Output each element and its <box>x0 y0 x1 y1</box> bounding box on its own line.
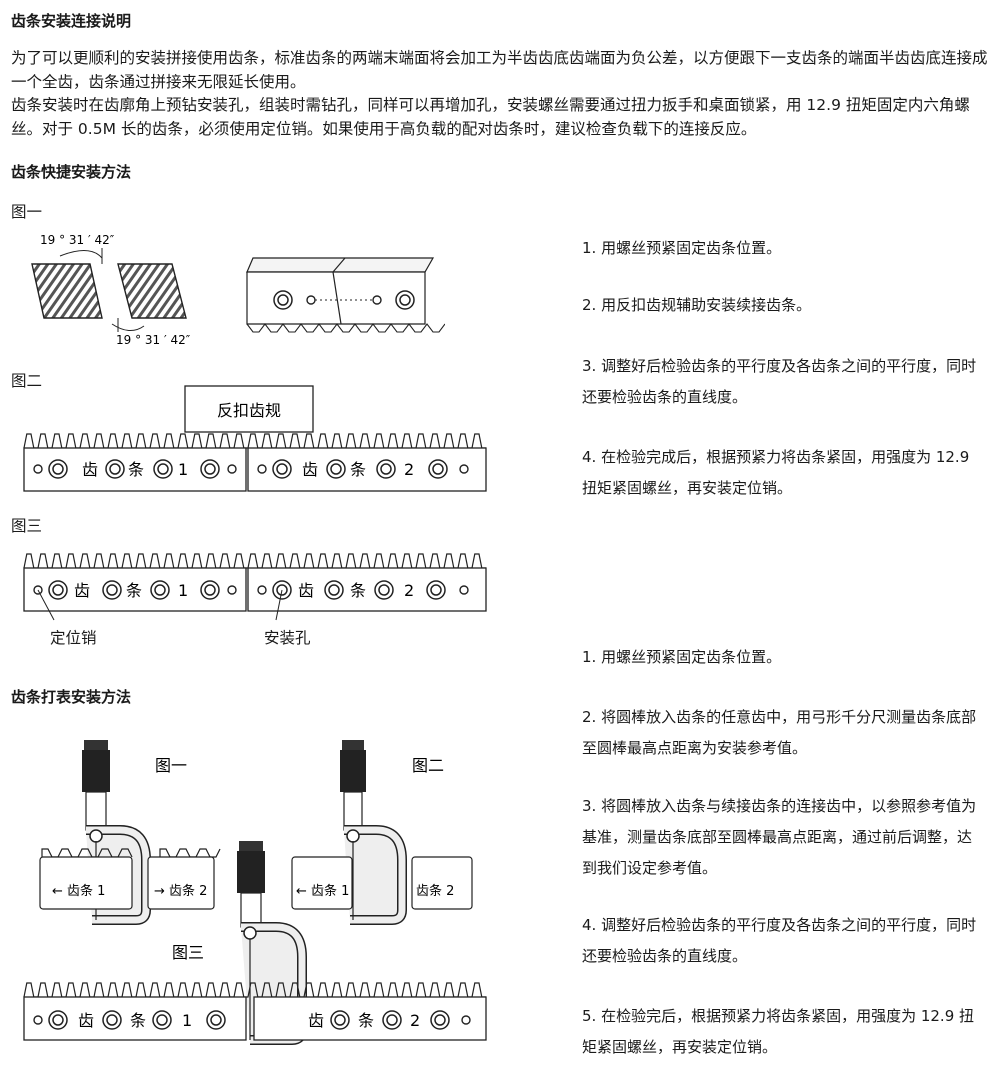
svg-text:条: 条 <box>128 460 144 479</box>
fig2-arrow-left: ← 齿条 1 <box>296 883 349 899</box>
mic-fig3-label: 图三 <box>172 943 204 962</box>
fig3-label: 图三 <box>11 517 43 535</box>
svg-text:齿: 齿 <box>78 1011 94 1030</box>
pin-leader-line <box>37 589 55 621</box>
micrometer-diagram: ← 齿条 1 → 齿条 2 图一 ← 齿条 1 齿条 2 图二 图三 齿 条 1… <box>23 740 487 1045</box>
gauge-step-1: 1. 用螺丝预紧固定齿条位置。 <box>582 648 782 666</box>
section1-heading: 齿条安装连接说明 <box>11 12 132 30</box>
micrometer-2 <box>340 740 407 925</box>
svg-text:条: 条 <box>358 1011 374 1030</box>
hole-leader-line <box>275 589 283 621</box>
back-gauge-text: 反扣齿规 <box>217 401 281 420</box>
svg-text:2: 2 <box>410 1011 420 1030</box>
rack-2 <box>247 447 487 492</box>
rack-end-right <box>117 263 187 319</box>
svg-text:齿: 齿 <box>302 460 318 479</box>
fig1-label: 图一 <box>11 203 43 221</box>
fig1-arrow-left: ← 齿条 1 <box>52 883 105 899</box>
gauge-step-4: 4. 调整好后检验齿条的平行度及各齿条之间的平行度，同时还要检验齿条的直线度。 <box>582 916 977 965</box>
section1-para2: 齿条安装时在齿廓角上预钻安装孔，组装时需钻孔，同样可以再增加孔，安装螺丝需要通过… <box>11 96 970 138</box>
svg-text:齿: 齿 <box>74 581 90 600</box>
svg-text:1: 1 <box>178 581 188 600</box>
rack-with-gauge-diagram: 反扣齿规 齿 条 1 齿 条 2 <box>23 385 487 492</box>
angle-arc-top <box>59 250 103 259</box>
svg-text:条: 条 <box>350 460 366 479</box>
svg-text:2: 2 <box>404 460 414 479</box>
hole-label: 安装孔 <box>264 629 311 647</box>
svg-text:条: 条 <box>350 581 366 600</box>
section2-heading: 齿条快捷安装方法 <box>11 163 132 181</box>
svg-text:条: 条 <box>126 581 142 600</box>
svg-text:条: 条 <box>130 1011 146 1030</box>
svg-text:齿: 齿 <box>308 1011 324 1030</box>
rack-pin-diagram: 齿 条 1 齿 条 2 <box>23 553 487 612</box>
mic-fig2-label: 图二 <box>412 756 444 775</box>
rack-end-left <box>31 263 103 319</box>
fig1-arrow-right: → 齿条 2 <box>154 883 207 899</box>
rack-1 <box>23 447 247 492</box>
gauge-step-5: 5. 在检验完后，根据预紧力将齿条紧固，用强度为 12.9 扭矩紧固螺丝，再安装… <box>582 1007 975 1056</box>
svg-text:1: 1 <box>178 460 188 479</box>
quick-step-2: 2. 用反扣齿规辅助安装续接齿条。 <box>582 296 812 314</box>
quick-step-4: 4. 在检验完成后，根据预紧力将齿条紧固，用强度为 12.9 扭矩紧固螺丝，再安… <box>582 448 970 497</box>
pin-label: 定位销 <box>50 629 97 647</box>
section3-heading: 齿条打表安装方法 <box>11 688 132 706</box>
quick-step-3: 3. 调整好后检验齿条的平行度及各齿条之间的平行度，同时还要检验齿条的直线度。 <box>582 357 977 406</box>
rack-end-angle-diagram: 19 ° 31 ′ 42″ 19 ° 31 ′ 42″ <box>31 233 191 347</box>
angle-arc-bottom <box>111 323 145 331</box>
svg-text:1: 1 <box>182 1011 192 1030</box>
fig2-label: 图二 <box>11 372 43 390</box>
svg-text:齿: 齿 <box>82 460 98 479</box>
angle-bottom-text: 19 ° 31 ′ 42″ <box>116 333 191 347</box>
rack-joint-diagram <box>246 257 445 333</box>
angle-top-text: 19 ° 31 ′ 42″ <box>40 233 115 247</box>
back-gauge-box <box>184 385 314 433</box>
section1-para1: 为了可以更顺利的安装拼接使用齿条，标准齿条的两端末端面将会加工为半齿齿底齿端面为… <box>11 49 988 91</box>
fig2-arrow-right: 齿条 2 <box>416 883 454 899</box>
mic-fig1-label: 图一 <box>155 756 187 775</box>
gauge-step-3: 3. 将圆棒放入齿条与续接齿条的连接齿中，以参照参考值为基准，测量齿条底部至圆棒… <box>582 797 977 877</box>
quick-step-1: 1. 用螺丝预紧固定齿条位置。 <box>582 239 782 257</box>
svg-text:齿: 齿 <box>298 581 314 600</box>
gauge-step-2: 2. 将圆棒放入齿条的任意齿中，用弓形千分尺测量齿条底部至圆棒最高点距离为安装参… <box>582 708 977 757</box>
svg-text:2: 2 <box>404 581 414 600</box>
